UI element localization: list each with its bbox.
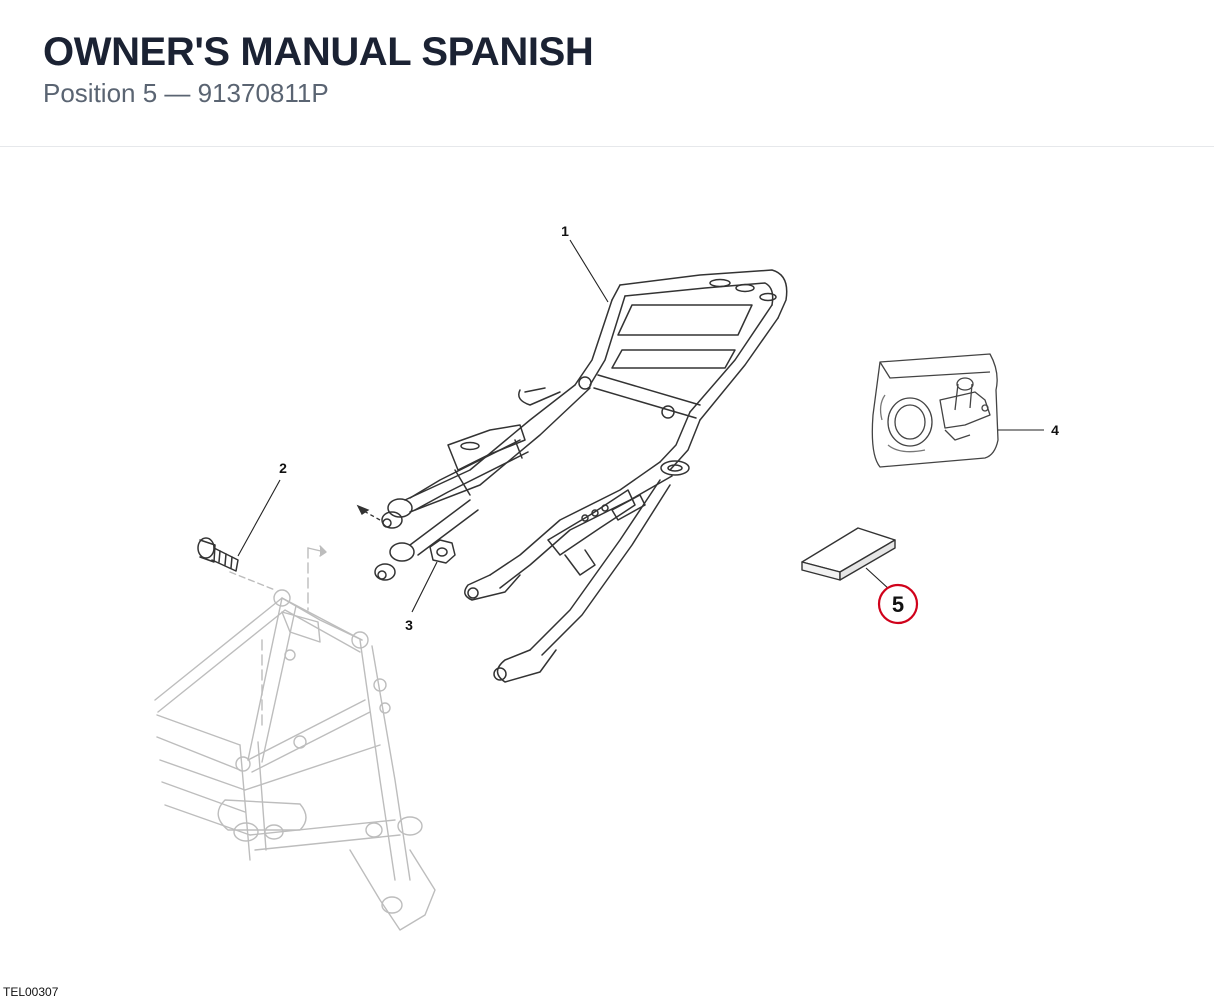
leader-lines (237, 239, 1044, 613)
exploded-parts-diagram: 1 2 3 4 5 (154, 223, 1059, 931)
page-subtitle: Position 5 — 91370811P (43, 78, 329, 108)
figure-code: TEL00307 (3, 985, 59, 999)
highlight-ring (877, 583, 919, 625)
direction-arrow (356, 504, 381, 521)
manual-booklet-drawing (801, 527, 896, 581)
subframe-drawing (374, 269, 788, 683)
page-title: OWNER'S MANUAL SPANISH (43, 30, 594, 74)
tail-light-drawing (871, 353, 999, 468)
main-frame-drawing (154, 545, 436, 931)
callout-5[interactable]: 5 (892, 592, 904, 617)
callout-1[interactable]: 1 (561, 223, 569, 239)
callout-3[interactable]: 3 (405, 617, 413, 633)
bolt-drawing (197, 537, 239, 572)
page-header: OWNER'S MANUAL SPANISH Position 5 — 9137… (0, 0, 1214, 147)
callout-4[interactable]: 4 (1051, 422, 1059, 438)
nut-drawing (429, 539, 456, 564)
callout-2[interactable]: 2 (279, 460, 287, 476)
